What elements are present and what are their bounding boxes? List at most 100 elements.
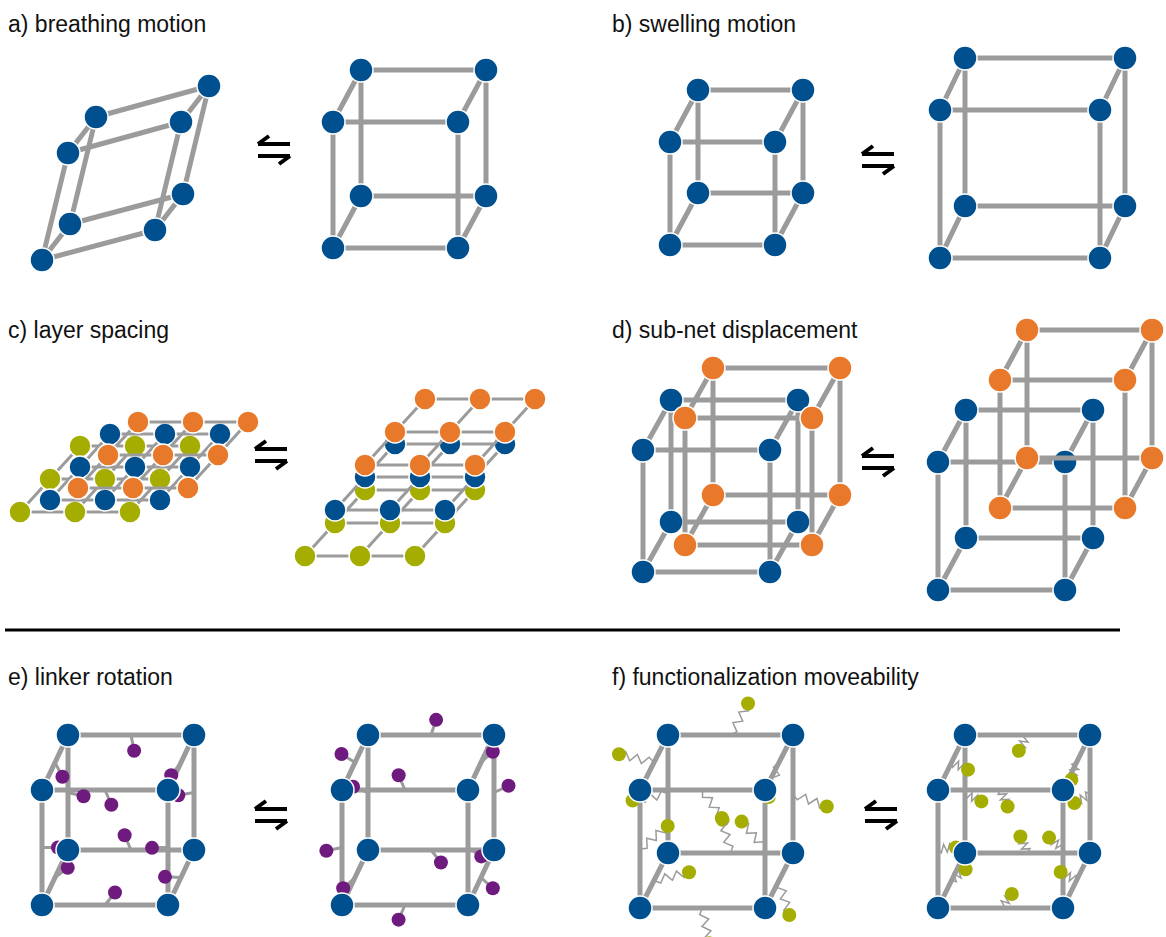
- functional-group: [1012, 744, 1026, 758]
- bond-line: [965, 204, 1125, 209]
- node-dot: [800, 533, 824, 557]
- bond-line: [698, 191, 803, 196]
- node-dot: [926, 578, 950, 602]
- bond-line: [641, 450, 646, 572]
- bond-line: [1123, 58, 1128, 206]
- equilibrium-arrow: [258, 136, 290, 164]
- linker-group: [334, 747, 348, 761]
- node-dot: [1053, 450, 1077, 474]
- bond-line: [671, 398, 798, 403]
- bond-line: [68, 122, 181, 153]
- node-dot: [56, 723, 80, 747]
- node-dot: [30, 893, 54, 917]
- node-dot: [171, 182, 195, 206]
- node-dot: [99, 423, 121, 445]
- node-dot: [1078, 841, 1102, 865]
- node-dot: [926, 778, 950, 802]
- node-dot: [124, 456, 146, 478]
- node-dot: [1140, 318, 1164, 342]
- node-dot: [658, 233, 682, 257]
- node-dot: [119, 501, 141, 523]
- linker-group: [486, 881, 500, 895]
- arrow-stroke: [865, 801, 876, 809]
- bond-line: [1150, 330, 1155, 458]
- linker-group: [502, 779, 516, 793]
- node-dot: [686, 78, 710, 102]
- bond-line: [1091, 410, 1096, 538]
- interpenetrated-framework: [631, 318, 1164, 602]
- node-dot: [446, 236, 470, 260]
- node-dot: [1053, 578, 1077, 602]
- node-dot: [926, 896, 950, 920]
- node-dot: [673, 406, 697, 430]
- node-dot: [1078, 723, 1102, 747]
- bond-line: [936, 462, 941, 590]
- node-dot: [673, 533, 697, 557]
- node-dot: [384, 421, 406, 443]
- node-dot: [1081, 398, 1105, 422]
- node-dot: [330, 778, 354, 802]
- node-dot: [763, 233, 787, 257]
- node-dot: [1113, 368, 1137, 392]
- node-dot: [143, 218, 167, 242]
- node-dot: [330, 893, 354, 917]
- node-dot: [182, 723, 206, 747]
- bond-line: [361, 194, 486, 199]
- swelling-framework: [658, 46, 1137, 270]
- node-dot: [954, 526, 978, 550]
- node-dot: [39, 489, 61, 511]
- node-dot: [524, 388, 546, 410]
- node-dot: [786, 510, 810, 534]
- equilibrium-arrow: [862, 448, 894, 476]
- bond-line: [711, 368, 716, 495]
- node-dot: [197, 74, 221, 98]
- functional-group: [974, 794, 988, 808]
- bond-line: [998, 380, 1003, 508]
- panel-label: e) linker rotation: [8, 665, 173, 690]
- node-dot: [349, 184, 373, 208]
- node-dot: [1113, 46, 1137, 70]
- bond-line: [713, 366, 840, 371]
- arrow-stroke: [883, 468, 894, 476]
- panel-label: a) breathing motion: [8, 12, 206, 37]
- node-dot: [926, 450, 950, 474]
- node-dot: [656, 723, 680, 747]
- node-dot: [404, 545, 426, 567]
- equilibrium-arrow: [862, 146, 894, 174]
- node-dot: [209, 423, 231, 445]
- node-dot: [701, 356, 725, 380]
- node-dot: [294, 545, 316, 567]
- functional-group: [1054, 865, 1068, 879]
- node-dot: [494, 421, 516, 443]
- node-dot: [434, 499, 456, 521]
- bond-line: [938, 588, 1065, 593]
- bond-line: [456, 122, 461, 248]
- linker-group: [434, 856, 448, 870]
- bond-line: [643, 448, 770, 453]
- node-dot: [800, 406, 824, 430]
- bond-line: [484, 70, 489, 196]
- node-dot: [758, 438, 782, 462]
- panel-label: f) functionalization moveability: [612, 665, 919, 690]
- functional-group: [735, 815, 749, 829]
- bond-line: [1027, 328, 1152, 333]
- bond-line: [1025, 330, 1030, 458]
- bond-line: [96, 86, 209, 117]
- equilibrium-arrow: [865, 801, 897, 829]
- panel-label: d) sub-net displacement: [612, 318, 857, 343]
- linker-group: [392, 913, 406, 927]
- node-dot: [149, 489, 171, 511]
- arrow-stroke: [279, 156, 290, 164]
- node-dot: [1113, 194, 1137, 218]
- node-dot: [658, 130, 682, 154]
- bond-line: [1000, 506, 1125, 511]
- node-dot: [237, 411, 259, 433]
- linker-group: [118, 828, 132, 842]
- node-dot: [67, 477, 89, 499]
- node-dot: [628, 778, 652, 802]
- node-dot: [791, 78, 815, 102]
- node-dot: [154, 423, 176, 445]
- arrow-stroke: [886, 821, 897, 829]
- node-dot: [482, 723, 506, 747]
